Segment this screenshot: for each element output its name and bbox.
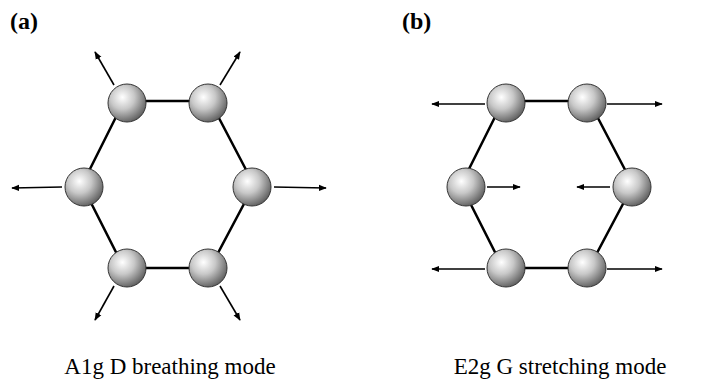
carbon-atoms bbox=[65, 84, 271, 287]
hexagon-ring bbox=[82, 101, 254, 268]
panel-tag: (a) bbox=[10, 8, 38, 34]
hexagon-ring bbox=[461, 101, 633, 268]
carbon-atoms bbox=[447, 84, 651, 287]
mode-caption: E2g G stretching mode bbox=[454, 354, 667, 379]
displacement-arrows bbox=[12, 52, 326, 320]
mode-caption: A1g D breathing mode bbox=[64, 354, 275, 379]
displacement-arrows bbox=[432, 104, 662, 269]
panel-tag: (b) bbox=[402, 8, 431, 34]
